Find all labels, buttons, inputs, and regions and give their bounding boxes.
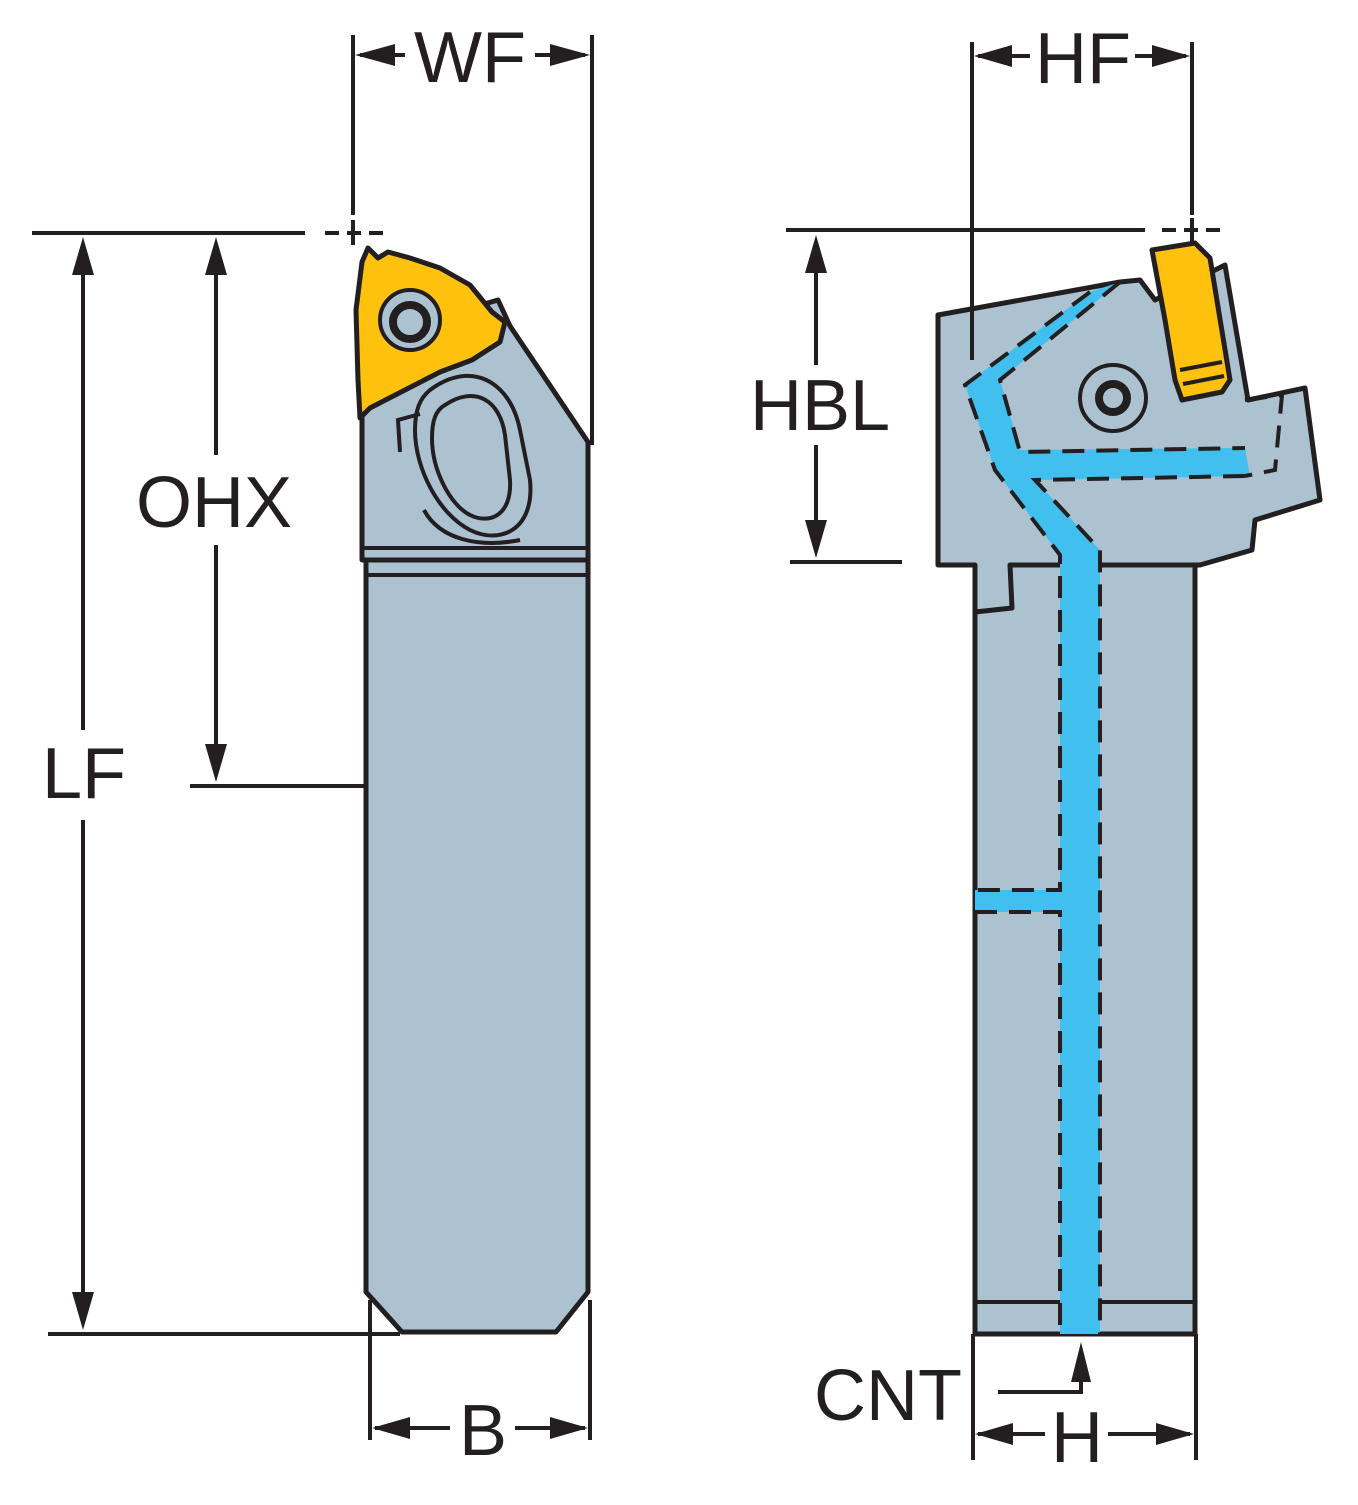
- clamp-oval: [395, 373, 533, 545]
- left-view: WF LF OHX: [32, 18, 594, 1471]
- coolant-outline-upper: [997, 280, 1246, 455]
- clamp-screw-inner: [1095, 380, 1131, 416]
- coolant-outline-right: [1030, 474, 1246, 1334]
- right-view: HF HBL CNT H: [750, 19, 1323, 1478]
- coolant-channel: [965, 282, 1250, 1334]
- insert-screw-inner: [389, 301, 431, 343]
- wf-label: WF: [414, 18, 526, 98]
- coolant-outline-nozzle: [1244, 392, 1285, 478]
- wf-dimension: WF: [325, 18, 594, 445]
- lf-dimension: LF: [42, 237, 126, 1330]
- left-shank: [363, 557, 591, 1335]
- cnt-callout: CNT: [814, 1342, 1091, 1436]
- hbl-dimension: HBL: [750, 235, 890, 558]
- insert-edge-line: [1179, 360, 1223, 372]
- ohx-label: OHX: [136, 463, 292, 543]
- coolant-outline-branch: [975, 910, 1062, 1334]
- b-dimension: B: [368, 1300, 592, 1471]
- hbl-label: HBL: [750, 366, 890, 446]
- h-label: H: [1051, 1398, 1103, 1478]
- h-dimension: H: [971, 1334, 1198, 1478]
- ohx-dimension: OHX: [136, 237, 292, 782]
- clamp-screw-outer: [1078, 363, 1148, 433]
- lf-label: LF: [42, 734, 126, 814]
- hf-dimension: HF: [970, 19, 1220, 360]
- hf-label: HF: [1035, 19, 1131, 99]
- right-insert: [1149, 240, 1233, 403]
- b-label: B: [459, 1391, 507, 1471]
- insert-edge-line: [1182, 374, 1225, 386]
- cnt-label: CNT: [814, 1356, 962, 1436]
